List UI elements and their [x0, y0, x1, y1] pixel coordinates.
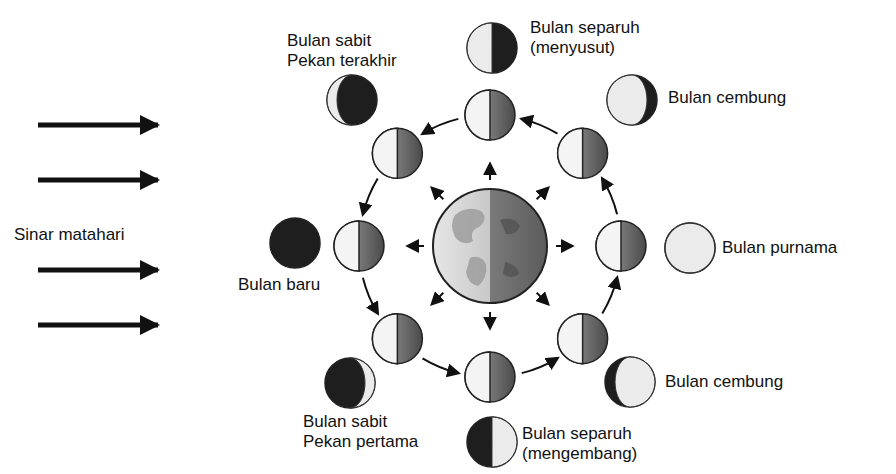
- phase-label: Bulan baru: [238, 275, 320, 295]
- earth-arrow: [432, 293, 443, 304]
- moon-phase: [270, 218, 320, 268]
- moon-phase: [665, 223, 715, 273]
- orbit-arrow: [522, 358, 558, 373]
- moon-phase: [607, 75, 657, 125]
- orbit-arrow: [423, 119, 459, 134]
- orbit-arrow: [363, 179, 378, 215]
- phase-label: Bulan sabit Pekan terakhir: [287, 31, 409, 70]
- orbit-arrow: [602, 278, 617, 314]
- moon-phase: [467, 417, 517, 467]
- moon-phase: [327, 75, 377, 125]
- orbit-arrow: [602, 179, 617, 215]
- orbit-moon: [596, 221, 646, 271]
- earth-arrow: [537, 293, 548, 304]
- orbit-moon: [465, 90, 515, 140]
- orbit-moon: [334, 221, 384, 271]
- phase-label: Bulan cembung: [668, 88, 786, 108]
- earth-arrow: [537, 188, 548, 199]
- orbit-moon: [558, 128, 608, 178]
- moon-phase: [605, 357, 655, 407]
- orbit-arrow: [423, 358, 459, 373]
- earth-arrow: [408, 245, 424, 247]
- phase-label: Bulan separuh (menyusut): [530, 18, 656, 57]
- phase-label: Bulan sabit Pekan pertama: [303, 412, 431, 451]
- moon-phase: [467, 23, 517, 73]
- orbit-arrow: [363, 278, 378, 314]
- phase-label: Bulan cembung: [665, 372, 783, 392]
- orbit-moon: [372, 128, 422, 178]
- orbit-moon: [372, 314, 422, 364]
- earth-arrow: [432, 188, 443, 199]
- moon-phase: [325, 358, 375, 408]
- phase-label: Bulan purnama: [722, 238, 837, 258]
- orbit-moon: [558, 314, 608, 364]
- earth: [433, 189, 547, 303]
- phase-label: Bulan separuh (mengembang): [522, 424, 654, 463]
- orbit-moon: [465, 352, 515, 402]
- earth-arrow: [489, 312, 491, 328]
- phase-label: Sinar matahari: [14, 225, 125, 245]
- earth-arrow: [556, 245, 572, 247]
- earth-arrow: [489, 164, 491, 180]
- orbit-arrow: [522, 119, 558, 134]
